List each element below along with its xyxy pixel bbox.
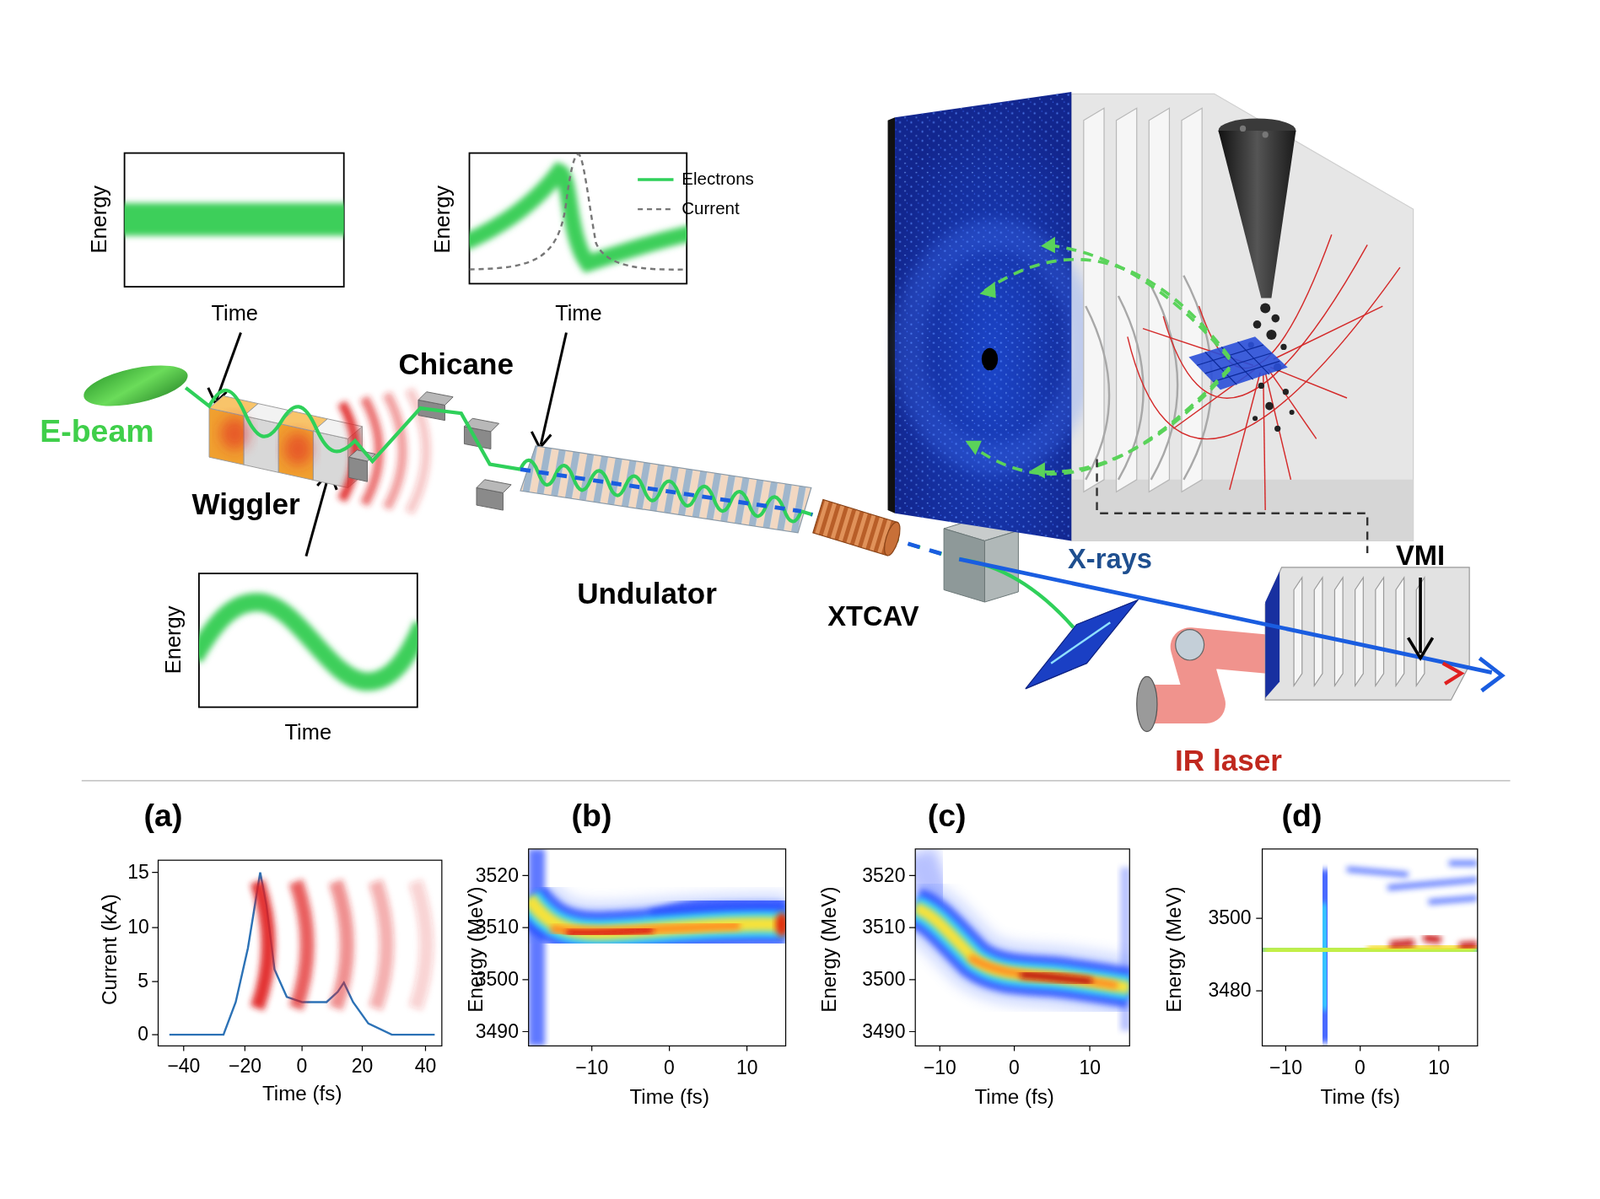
wiggler [209, 396, 362, 489]
vmi-pointer [1408, 577, 1433, 659]
xray-beam-out [958, 559, 1503, 691]
tick-label: −40 [167, 1055, 200, 1078]
plot-d [1255, 849, 1478, 1052]
panel-letter: (a) [144, 797, 184, 835]
zoom-indicator [1097, 459, 1369, 554]
tick-label: −10 [1269, 1057, 1303, 1080]
axis-label: Energy [429, 185, 454, 254]
electron-bunch [80, 357, 192, 414]
tick-label: 3520 [861, 864, 906, 887]
vmi-chamber [1265, 567, 1470, 701]
tick-label: 5 [137, 970, 149, 993]
panel-letter: (d) [1282, 797, 1323, 835]
axis-label: Time [554, 301, 603, 326]
divider [81, 780, 1511, 782]
inset-modulated [193, 573, 423, 708]
tick-label: 10 [127, 916, 150, 939]
tick-label: 3500 [1207, 907, 1251, 930]
plot-b [522, 849, 788, 1052]
part-name: Wiggler [191, 487, 300, 522]
tick-label: 10 [736, 1057, 759, 1080]
inset-flat [112, 153, 357, 288]
tick-label: 0 [663, 1057, 675, 1080]
legend-text: Current [681, 199, 740, 220]
part-name: IR laser [1174, 743, 1283, 778]
tick-label: −10 [575, 1057, 609, 1080]
tick-label: 0 [296, 1055, 308, 1078]
electron-path [185, 387, 959, 560]
tick-label: 3510 [861, 916, 906, 939]
part-name: X-rays [1067, 543, 1153, 576]
tick-label: 15 [127, 861, 150, 884]
tick-label: 3520 [475, 864, 519, 887]
tick-label: 3490 [861, 1020, 906, 1043]
tick-label: 3480 [1207, 980, 1251, 1003]
axis-label: Energy (MeV) [817, 886, 841, 1013]
tick-label: 0 [1354, 1057, 1366, 1080]
tick-label: 3500 [861, 968, 906, 991]
tick-label: −10 [923, 1057, 957, 1080]
axis-label: Time (fs) [1320, 1085, 1401, 1110]
tick-label: 0 [1008, 1057, 1020, 1080]
part-name: Undulator [576, 576, 717, 611]
tick-label: 10 [1427, 1057, 1450, 1080]
axis-label: Energy [86, 185, 111, 254]
axis-label: Energy (MeV) [463, 886, 488, 1013]
tick-label: 3490 [475, 1020, 519, 1043]
part-name: XTCAV [827, 600, 919, 633]
plot-c [909, 849, 1132, 1052]
tick-label: 20 [351, 1055, 374, 1078]
part-name: VMI [1395, 540, 1445, 573]
inset-compressed [463, 153, 694, 285]
axis-label: Current (kA) [96, 894, 121, 1006]
panel-letter: (b) [571, 797, 612, 835]
tick-label: 0 [137, 1023, 149, 1046]
axis-label: Time (fs) [629, 1085, 710, 1110]
plot-a [151, 860, 442, 1051]
tick-label: 10 [1078, 1057, 1101, 1080]
axis-label: Energy [161, 606, 186, 675]
axis-label: Time (fs) [974, 1085, 1055, 1110]
axis-label: Time [210, 301, 259, 326]
axis-label: Energy (MeV) [1162, 886, 1186, 1013]
legend-text: Electrons [681, 169, 755, 190]
undulator [520, 446, 812, 534]
legend-sample [637, 208, 674, 211]
dipole-magnet [943, 518, 1019, 603]
tick-label: −20 [228, 1055, 262, 1078]
axis-label: Time [285, 720, 333, 745]
vmi-closeup [888, 91, 1414, 541]
panel-letter: (c) [927, 797, 967, 835]
legend-sample [637, 177, 674, 182]
tick-label: 40 [414, 1055, 437, 1078]
axis-label: Time (fs) [262, 1081, 343, 1105]
part-name: Chicane [398, 347, 514, 382]
part-name: E-beam [39, 413, 154, 450]
